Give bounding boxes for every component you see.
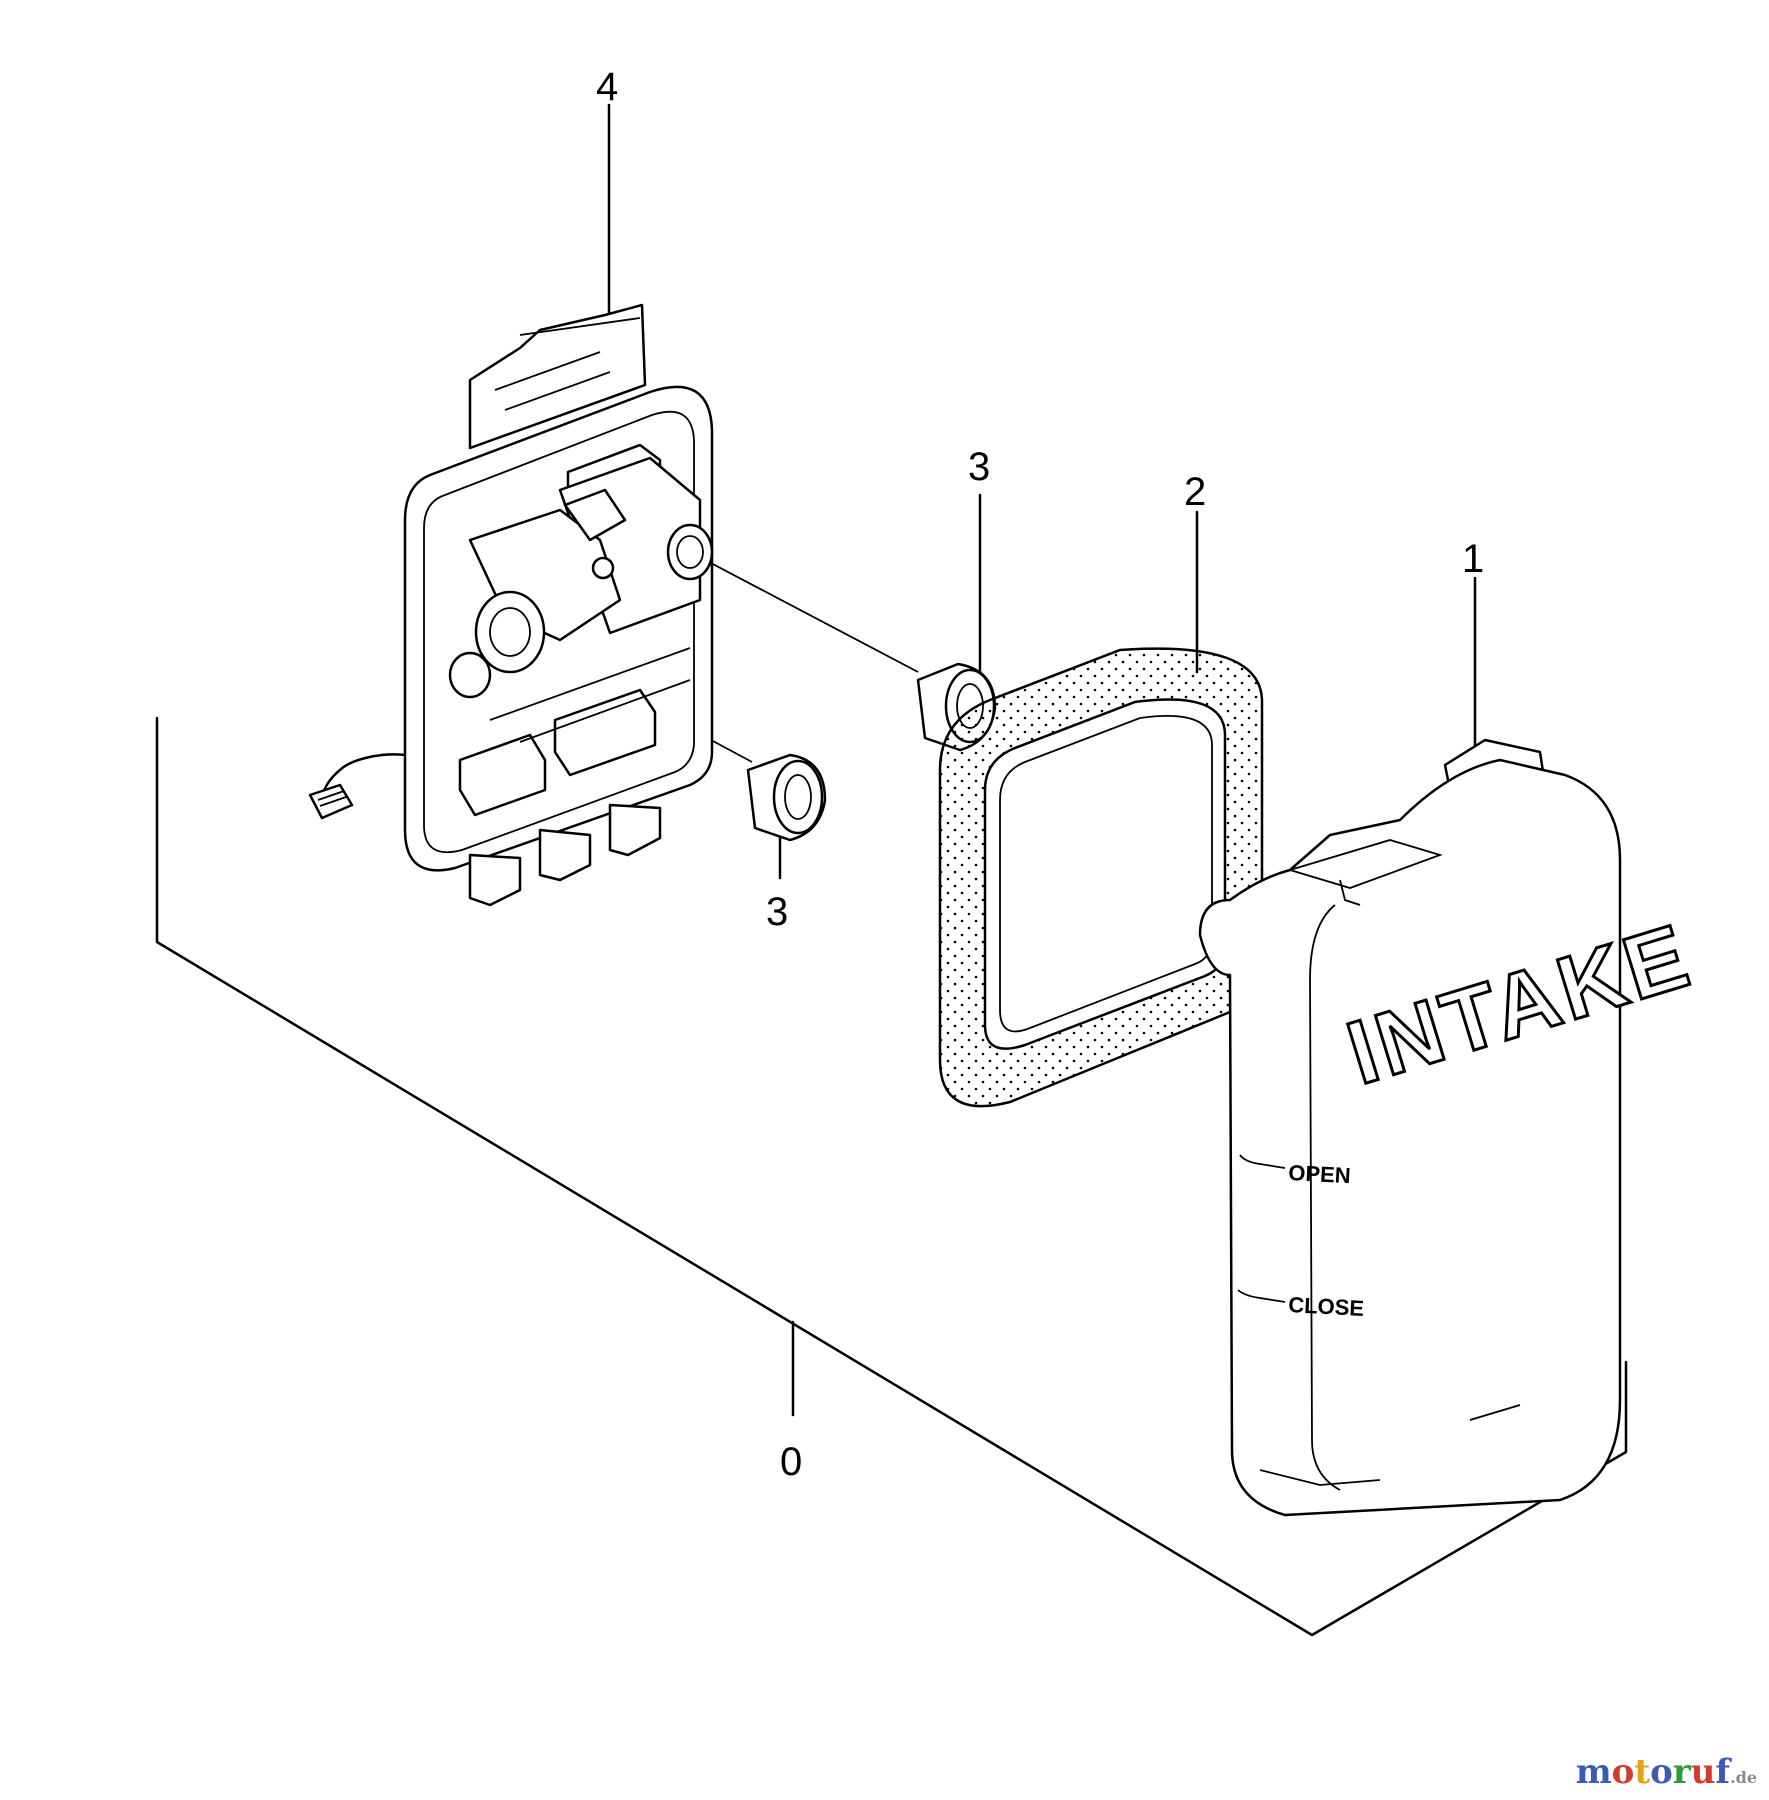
assembly-bracket [155, 716, 1628, 1637]
callout-1: 1 [1462, 537, 1484, 581]
watermark-brand: motoruf [1575, 1752, 1731, 1792]
callout-2: 2 [1184, 470, 1206, 514]
intake-cover-part-1: INTAKE OPEN CLOSE [1198, 738, 1704, 1517]
watermark-tld: .de [1730, 1768, 1757, 1787]
bushing-part-3-lower [746, 753, 827, 842]
callout-4: 4 [596, 65, 618, 109]
callout-3-upper: 3 [968, 445, 990, 489]
callout-3-lower: 3 [766, 890, 788, 934]
watermark-logo: motoruf.de [1576, 1752, 1757, 1792]
callout-numbers: 4 3 2 1 3 0 [596, 65, 1484, 1484]
base-plate-part-4 [308, 303, 714, 907]
open-label: OPEN [1288, 1160, 1352, 1188]
foam-filter-part-2 [938, 647, 1264, 1108]
callout-0: 0 [780, 1440, 802, 1484]
close-label: CLOSE [1288, 1292, 1365, 1321]
